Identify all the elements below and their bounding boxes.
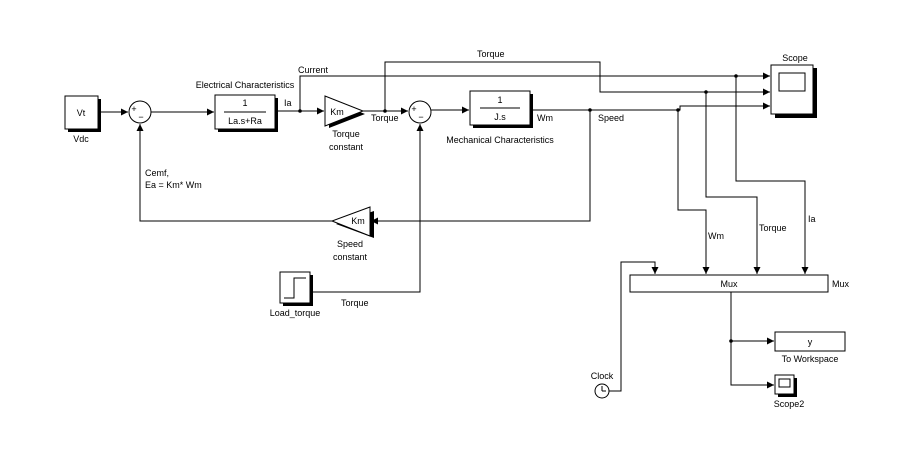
torque-constant-gain-block[interactable]: Km — [324, 95, 365, 128]
mechanical-denominator: J.s — [494, 112, 506, 122]
torque-gain-label-1: Torque — [332, 129, 360, 139]
torque-top-signal-label: Torque — [477, 49, 505, 59]
current-signal-label: Current — [298, 65, 329, 75]
speed-gain-text: Km — [351, 216, 365, 226]
mechanical-numerator: 1 — [497, 95, 502, 105]
electrical-numerator: 1 — [242, 98, 247, 108]
torque-gain-label-2: constant — [329, 142, 364, 152]
scope2-label: Scope2 — [774, 399, 805, 409]
sum1-block[interactable]: + − — [128, 100, 152, 124]
speed-gain-label-1: Speed — [337, 239, 363, 249]
clock-block[interactable] — [594, 383, 610, 399]
load-torque-step-block[interactable] — [279, 271, 313, 306]
mux-label: Mux — [832, 279, 850, 289]
electrical-denominator: La.s+Ra — [228, 116, 262, 126]
mechanical-title: Mechanical Characteristics — [446, 135, 554, 145]
signal-lines — [98, 61, 809, 392]
mechanical-tf-block[interactable]: 1 J.s — [469, 90, 533, 128]
sum1-plus-sign: + — [131, 104, 136, 114]
ia-signal-label: Ia — [284, 98, 292, 108]
cemf-label-line1: Cemf, — [145, 168, 169, 178]
vt-constant-block[interactable]: Vt — [64, 95, 101, 132]
torque-gain-text: Km — [330, 107, 344, 117]
mux-ia-label: Ia — [808, 214, 816, 224]
sum1-minus-sign: − — [138, 112, 143, 122]
speed-constant-gain-block[interactable]: Km — [330, 206, 374, 238]
scope-block[interactable] — [770, 64, 817, 118]
mux-torque-label: Torque — [759, 223, 787, 233]
clock-label: Clock — [591, 371, 614, 381]
vt-block-text: Vt — [77, 108, 86, 118]
mux-block-text: Mux — [720, 279, 738, 289]
sum2-plus-sign: + — [411, 104, 416, 114]
load-torque-signal-label: Torque — [341, 298, 369, 308]
scope2-block[interactable] — [774, 374, 797, 397]
workspace-block-text: y — [808, 337, 813, 347]
sum2-minus-sign: − — [418, 112, 423, 122]
sum2-block[interactable]: + − — [408, 100, 432, 124]
speed-signal-label: Speed — [598, 113, 624, 123]
workspace-label: To Workspace — [782, 354, 839, 364]
cemf-label-line2: Ea = Km* Wm — [145, 180, 202, 190]
wm-signal-label: Wm — [537, 113, 553, 123]
electrical-title: Electrical Characteristics — [196, 80, 295, 90]
branch-points — [298, 74, 738, 343]
speed-gain-label-2: constant — [333, 252, 368, 262]
torque-out-signal-label: Torque — [371, 113, 399, 123]
scope-label: Scope — [782, 53, 808, 63]
load-torque-label: Load_torque — [270, 308, 321, 318]
vt-block-label: Vdc — [73, 134, 89, 144]
mux-wm-label: Wm — [708, 231, 724, 241]
to-workspace-block[interactable]: y — [774, 331, 846, 352]
mux-block[interactable]: Mux — [629, 274, 829, 293]
electrical-tf-block[interactable]: 1 La.s+Ra — [214, 94, 278, 132]
